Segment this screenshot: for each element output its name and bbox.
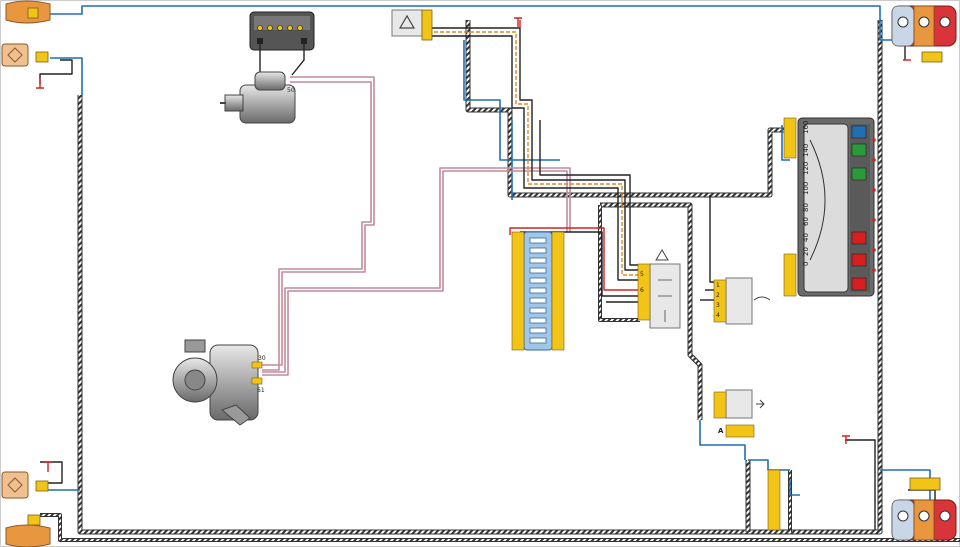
speed-100: 100 (802, 182, 810, 195)
battery (249, 11, 315, 51)
speed-80: 80 (802, 203, 810, 212)
front-left-lamp (5, 0, 51, 24)
pin-2: 2 (716, 292, 720, 299)
pin-3: 3 (716, 302, 720, 309)
alternator-terminal-61: 61 (257, 387, 265, 394)
speed-20: 20 (802, 247, 810, 256)
speed-140: 140 (802, 144, 810, 157)
cluster-junction-dots (872, 138, 876, 272)
starter-terminal-50: 50 (287, 87, 295, 94)
light-switch: A (713, 389, 765, 438)
instrument-cluster: 160 140 120 100 80 60 40 20 0 (783, 117, 875, 297)
pin-4: 4 (716, 312, 720, 319)
connector-a-label: A (718, 427, 724, 435)
hazard-switch (391, 9, 433, 41)
front-left-repeater (1, 43, 49, 67)
fuse-block (511, 231, 565, 351)
blue-wires (45, 5, 931, 500)
alternator-terminal-30: 30 (258, 355, 266, 362)
speed-0: 0 (802, 262, 810, 266)
ground-markers (10, 7, 911, 472)
right-top-combination-lamp (891, 5, 957, 63)
pin-1: 1 (716, 282, 720, 289)
battery-positive-wire (291, 44, 305, 76)
relay-pin-6: 6 (640, 287, 644, 294)
speed-120: 120 (802, 162, 810, 175)
turn-signal-relay (637, 249, 681, 329)
speed-60: 60 (802, 217, 810, 226)
relay-pin-5: 5 (640, 271, 644, 278)
rear-left-lamp (5, 514, 51, 547)
main-harness (40, 20, 960, 542)
connector-pin-numbers: 1 2 3 4 5 6 (640, 271, 720, 319)
right-bottom-combination-lamp (891, 477, 957, 541)
rear-left-repeater (1, 471, 49, 499)
alternator: 30 61 (172, 339, 266, 426)
bottom-connector-stack (767, 469, 781, 531)
pink-wires (262, 76, 571, 376)
wiper-relay (713, 277, 771, 325)
starter-motor: 50 (220, 71, 296, 124)
speed-40: 40 (802, 233, 810, 242)
speed-160: 160 (802, 121, 810, 134)
